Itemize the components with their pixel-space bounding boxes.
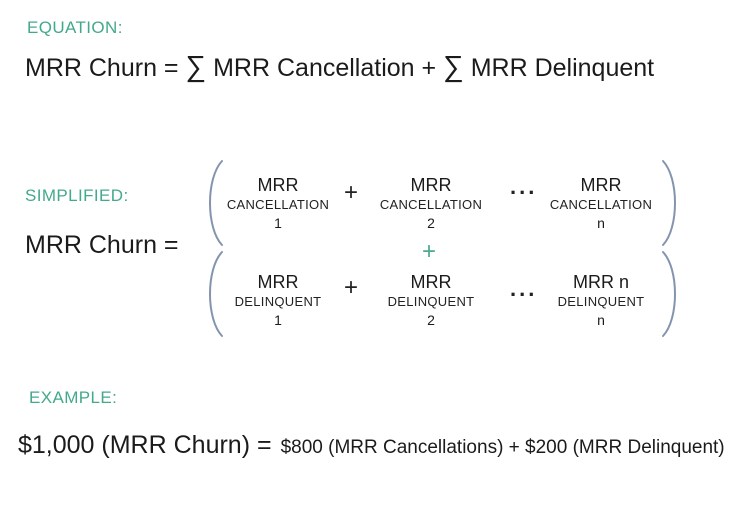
- simplified-lhs: MRR Churn =: [25, 231, 179, 259]
- right-bracket-bottom-icon: [658, 249, 684, 339]
- equation-section-label: EQUATION:: [27, 18, 123, 37]
- term-cancellation-2: MRR CANCELLATION 2: [356, 175, 506, 230]
- equation-part: MRR Churn =: [25, 54, 186, 82]
- term-line2: CANCELLATION: [379, 197, 483, 212]
- term-line2: DELINQUENT: [387, 294, 475, 309]
- term-line1: MRR: [410, 175, 452, 195]
- term-line3: 1: [274, 312, 282, 328]
- plus-sign-row1: +: [344, 179, 359, 206]
- term-line3: n: [597, 215, 605, 231]
- term-line2: DELINQUENT: [234, 294, 322, 309]
- term-line1: MRR n: [572, 272, 629, 292]
- term-line2: DELINQUENT: [557, 294, 645, 309]
- right-bracket-top-icon: [658, 158, 684, 248]
- equation-formula: MRR Churn = ∑ MRR Cancellation + ∑ MRR D…: [25, 51, 654, 84]
- term-cancellation-n: MRR CANCELLATION n: [526, 175, 676, 230]
- ellipsis-row1: ...: [510, 174, 538, 199]
- plus-sign-row2: +: [344, 274, 359, 301]
- term-delinquent-2: MRR DELINQUENT 2: [356, 272, 506, 327]
- term-delinquent-n: MRR n DELINQUENT n: [526, 272, 676, 327]
- sigma-symbol: ∑: [185, 51, 207, 83]
- example-lhs: $1,000 (MRR Churn) =: [18, 431, 272, 459]
- example-equation: $1,000 (MRR Churn) = $800 (MRR Cancellat…: [18, 431, 725, 460]
- term-line3: 2: [427, 215, 435, 231]
- example-rhs: $800 (MRR Cancellations) + $200 (MRR Del…: [280, 437, 725, 458]
- term-line3: 2: [427, 312, 435, 328]
- sigma-symbol: ∑: [443, 51, 464, 83]
- term-line3: n: [597, 312, 605, 328]
- term-delinquent-1: MRR DELINQUENT 1: [203, 272, 353, 327]
- simplified-section-label: SIMPLIFIED:: [25, 186, 129, 205]
- term-line2: CANCELLATION: [226, 197, 330, 212]
- equation-part: MRR Cancellation +: [206, 54, 444, 82]
- equation-part: MRR Delinquent: [463, 54, 655, 82]
- plus-sign-between-rows: +: [422, 238, 437, 265]
- left-bracket-bottom-icon: [201, 249, 227, 339]
- term-line1: MRR: [257, 272, 299, 292]
- ellipsis-row2: ...: [510, 276, 538, 301]
- term-line1: MRR: [257, 175, 299, 195]
- term-line1: MRR: [410, 272, 452, 292]
- example-section-label: EXAMPLE:: [29, 388, 118, 407]
- term-line2: CANCELLATION: [549, 197, 653, 212]
- term-line3: 1: [274, 215, 282, 231]
- term-cancellation-1: MRR CANCELLATION 1: [203, 175, 353, 230]
- term-line1: MRR: [580, 175, 622, 195]
- left-bracket-top-icon: [201, 158, 227, 248]
